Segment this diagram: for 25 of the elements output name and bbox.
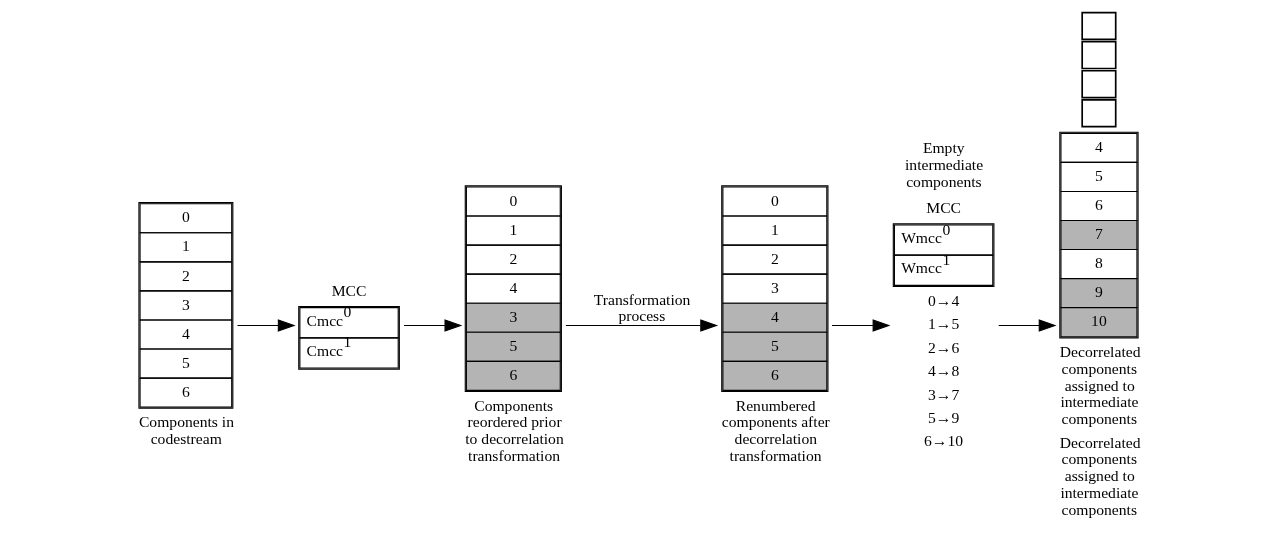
node-label: MCC	[926, 198, 962, 216]
arrow	[998, 319, 1057, 332]
label: Empty intermediate components	[905, 139, 984, 190]
node-label: 2→6	[927, 338, 960, 356]
node-label: Decorrelated components assigned to intermediate components	[1059, 433, 1141, 518]
node-label: 0→4	[927, 291, 960, 309]
node-box	[1081, 11, 1117, 41]
arrow	[565, 319, 719, 332]
node-label: 5→9	[927, 409, 960, 427]
edge-label: Transformation process	[593, 290, 691, 325]
node-label: Renumbered components after decorrelation transformation	[721, 396, 830, 465]
node-label: 4→8	[927, 362, 960, 380]
node-box	[1081, 69, 1117, 99]
node-box	[1081, 40, 1117, 70]
arrow	[403, 319, 463, 332]
node-label: 3→7	[927, 385, 960, 403]
node-box	[1081, 98, 1117, 128]
arrow	[236, 319, 296, 332]
node-label: Components in codestream	[138, 413, 234, 448]
node-label: MCC	[331, 281, 367, 299]
node-label: Components reordered prior to decorrelation transformation	[465, 396, 564, 465]
arrow	[831, 319, 891, 332]
node-label: 6→10	[924, 432, 964, 450]
node-label: 1→5	[927, 315, 960, 333]
node-label: Decorrelated components assigned to intermediate components	[1059, 343, 1141, 428]
